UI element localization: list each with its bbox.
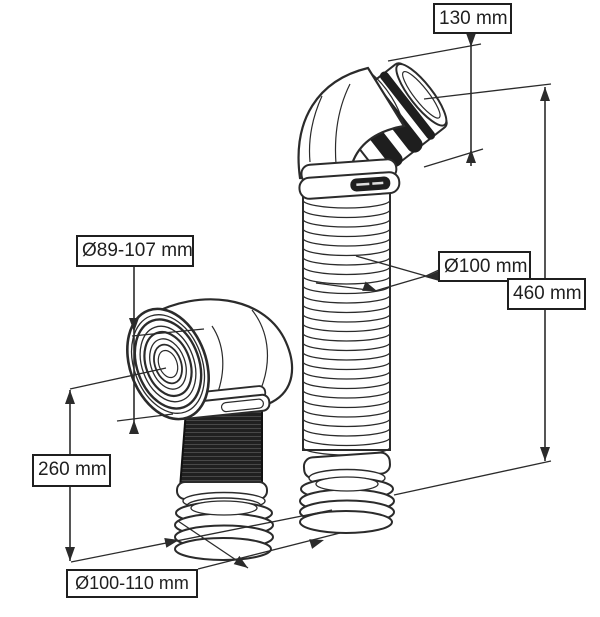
- long-elbow-body: [297, 66, 406, 180]
- short-finned-outlet: [174, 500, 274, 561]
- long-corrugated-pipe: [302, 191, 391, 451]
- dim-label-pipe-diameter: Ø100 mm: [438, 251, 531, 282]
- corrugation-ridges: [302, 199, 391, 456]
- short-socket-rings: [126, 307, 210, 421]
- dim-label-260mm: 260 mm: [32, 454, 111, 487]
- dimension-lines: [65, 32, 552, 573]
- dim-label-socket-diameter: Ø89-107 mm: [76, 235, 194, 267]
- long-connector-drawing: [297, 62, 448, 534]
- dim-label-130mm: 130 mm: [433, 3, 512, 34]
- brand-label: [350, 176, 391, 192]
- long-finned-outlet: [299, 476, 395, 534]
- short-corrugated-hose: [178, 409, 263, 489]
- short-connector-drawing: [126, 298, 294, 561]
- long-pipe-top-collar: [298, 158, 401, 200]
- dim-label-460mm: 460 mm: [507, 278, 586, 310]
- dim-label-outlet-diameter: Ø100-110 mm: [66, 569, 198, 598]
